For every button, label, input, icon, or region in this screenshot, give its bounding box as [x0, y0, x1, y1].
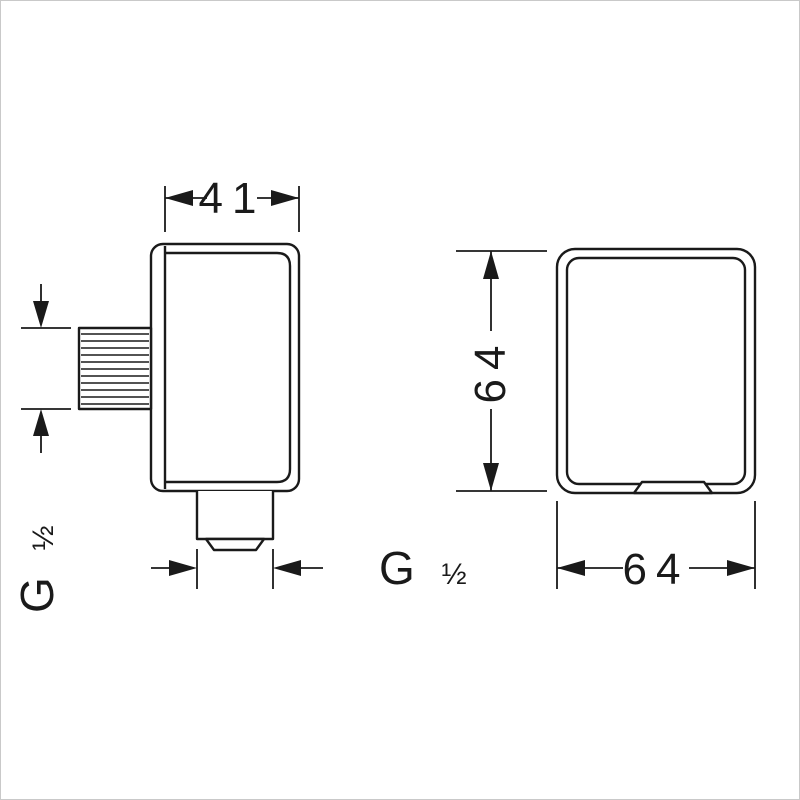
thread-letter: G [11, 577, 63, 613]
faceplate-outline [555, 247, 757, 495]
front-view [555, 247, 757, 495]
inlet-thread-label: G ½ [11, 525, 63, 613]
depth-dimension: 41 [164, 174, 300, 232]
arrowhead-up-icon [33, 409, 49, 436]
width-dimension: 64 [556, 501, 756, 594]
arrowhead-left-icon [273, 560, 301, 576]
outlet-tube [195, 491, 275, 541]
width-dimension-text: 64 [623, 545, 690, 594]
height-dimension-text: 64 [466, 337, 515, 404]
arrowhead-left-icon [557, 560, 585, 576]
thread-letter: G [379, 542, 415, 594]
outlet-thread-label: G ½ [379, 542, 467, 594]
body-outline [149, 242, 301, 493]
inlet-thread-dimension: G ½ [11, 284, 71, 613]
arrowhead-down-icon [33, 301, 49, 328]
inner-contour [165, 251, 292, 484]
outlet-notch [632, 480, 714, 495]
outlet-tip [204, 537, 266, 552]
depth-dimension-text: 41 [199, 174, 266, 223]
height-dimension: 64 [456, 250, 547, 492]
thread-size: ½ [27, 525, 60, 550]
arrowhead-up-icon [483, 251, 499, 279]
thread-hatch [81, 333, 149, 405]
arrowhead-down-icon [483, 463, 499, 491]
arrowhead-right-icon [271, 190, 299, 206]
arrowhead-right-icon [169, 560, 197, 576]
arrowhead-left-icon [165, 190, 193, 206]
outlet-thread-dimension: G ½ [151, 542, 467, 594]
side-view [77, 242, 301, 552]
thread-size: ½ [442, 558, 467, 591]
arrowhead-right-icon [727, 560, 755, 576]
